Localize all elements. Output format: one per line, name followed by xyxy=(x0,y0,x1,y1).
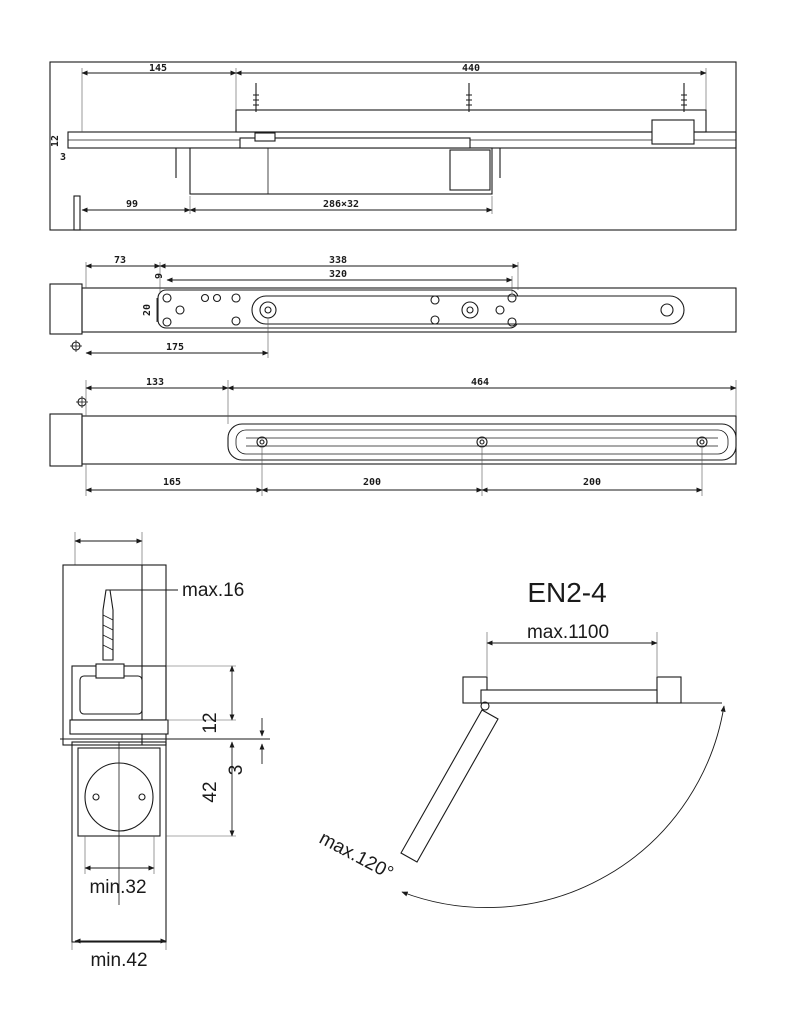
min32-label: min.32 xyxy=(89,877,146,898)
dim-440: 440 xyxy=(462,63,480,74)
dim-200b: 200 xyxy=(583,477,601,488)
view1-frame-top xyxy=(235,109,707,133)
dim-200a: 200 xyxy=(363,477,381,488)
dim-3: 3 xyxy=(60,152,66,163)
dim-320: 320 xyxy=(329,269,347,280)
screw-icon xyxy=(102,589,114,661)
dim-12: 12 xyxy=(50,135,61,147)
min42-label: min.42 xyxy=(90,950,147,971)
dim-133: 133 xyxy=(146,377,164,388)
en-class-title: EN2-4 xyxy=(527,577,606,608)
swing-arc xyxy=(401,705,726,909)
dim-165: 165 xyxy=(163,477,181,488)
dim-73: 73 xyxy=(114,255,126,266)
max120-label: max.120° xyxy=(316,828,397,884)
mounting-plate-view: 73 338 320 9 20 175 xyxy=(49,255,737,358)
dim-99: 99 xyxy=(126,199,138,210)
rail-view: 133 464 165 200 200 xyxy=(49,377,737,496)
screw-icon xyxy=(253,83,687,112)
dim-286x32: 286×32 xyxy=(323,199,359,210)
dim-175: 175 xyxy=(166,342,184,353)
side-elevation-view: 145 440 12 3 99 286×32 xyxy=(49,61,737,231)
opening-plan-view: EN2-4 max.1100 max.120° xyxy=(316,577,726,909)
dim-9: 9 xyxy=(154,273,165,279)
dim-464: 464 xyxy=(471,377,489,388)
open-door-leaf xyxy=(400,709,499,863)
cross-section-view: max.16 12 3 42 min.32 min.42 xyxy=(60,532,270,971)
view1-closer-body xyxy=(189,147,493,195)
view1-bracket xyxy=(651,119,695,145)
section-dim-12: 12 xyxy=(200,712,221,733)
max1100-label: max.1100 xyxy=(527,622,609,643)
section-dim-3: 3 xyxy=(226,765,247,776)
section-dim-42: 42 xyxy=(200,781,221,802)
max16-label: max.16 xyxy=(182,580,244,601)
arm-slot xyxy=(251,295,685,325)
dim-20: 20 xyxy=(142,304,153,316)
dim-145: 145 xyxy=(149,63,167,74)
dim-338: 338 xyxy=(329,255,347,266)
